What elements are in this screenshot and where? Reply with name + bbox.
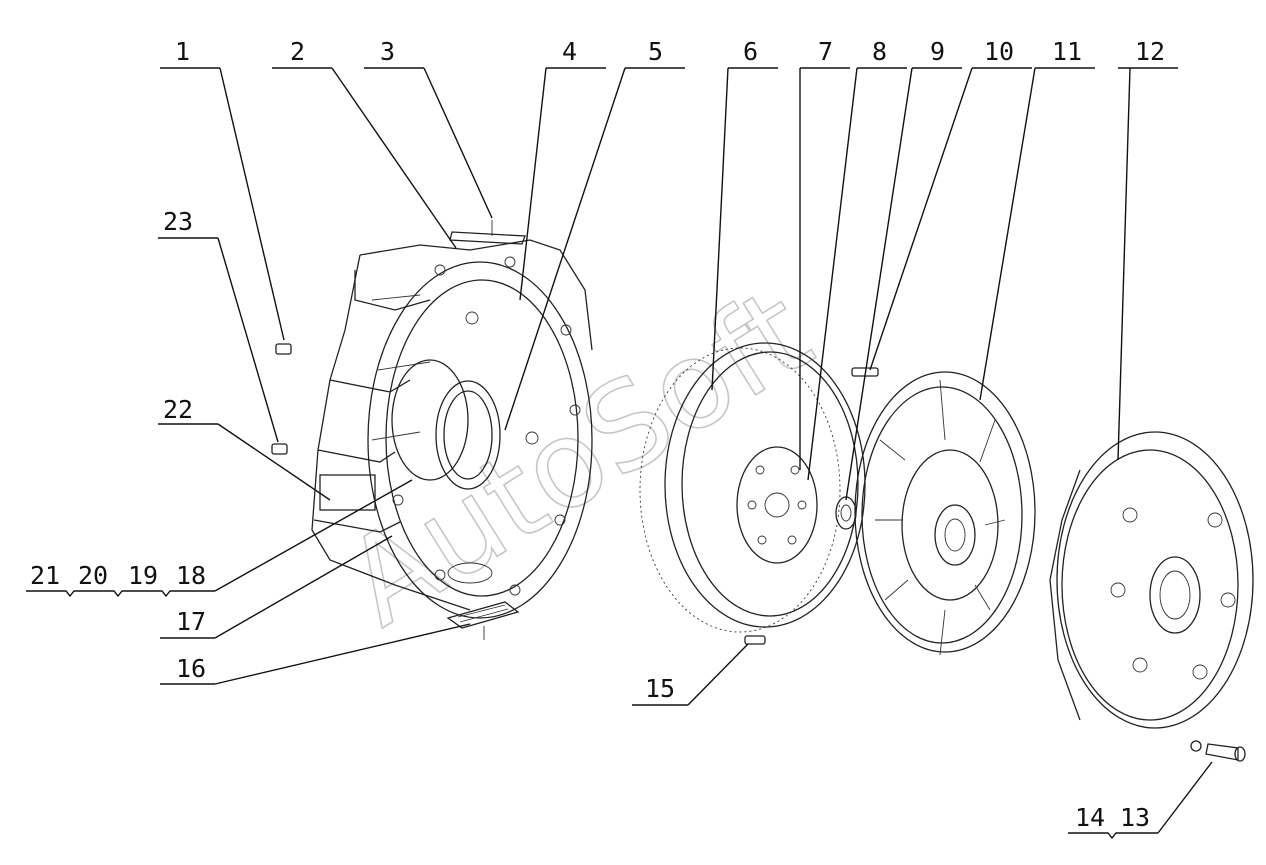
callout-6: 6 [711, 37, 778, 391]
svg-text:16: 16 [176, 654, 206, 683]
callout-12: 12 [1117, 37, 1178, 461]
watermark: AutoSoft [322, 262, 834, 655]
svg-text:15: 15 [645, 674, 675, 703]
svg-text:5: 5 [648, 37, 663, 66]
callout-7: 7 [799, 37, 850, 470]
svg-text:10: 10 [984, 37, 1014, 66]
svg-text:2: 2 [290, 37, 305, 66]
callout-3: 3 [364, 37, 493, 219]
svg-text:11: 11 [1052, 37, 1082, 66]
callout-23: 23 [158, 207, 279, 443]
svg-text:20: 20 [78, 561, 108, 590]
callout-15: 15 [632, 643, 749, 706]
svg-text:1: 1 [175, 37, 190, 66]
callout-9: 9 [845, 37, 962, 501]
svg-text:21: 21 [30, 561, 60, 590]
callout-19: 19 [128, 561, 158, 590]
callout-1: 1 [160, 37, 285, 341]
clutch-disc [854, 371, 1036, 656]
svg-text:9: 9 [930, 37, 945, 66]
callout-18: 18 [176, 561, 206, 590]
flywheel-housing [271, 220, 593, 640]
svg-text:12: 12 [1135, 37, 1165, 66]
svg-text:7: 7 [818, 37, 833, 66]
callout-20: 20 [78, 561, 108, 590]
callout-14: 14 [1075, 803, 1105, 832]
pressure-plate [1049, 431, 1254, 762]
callout-11: 11 [979, 37, 1095, 401]
callout-4: 4 [519, 37, 606, 301]
svg-text:3: 3 [380, 37, 395, 66]
svg-text:23: 23 [163, 207, 193, 236]
svg-text:4: 4 [562, 37, 577, 66]
svg-text:13: 13 [1120, 803, 1150, 832]
callout-5: 5 [504, 37, 685, 431]
svg-text:18: 18 [176, 561, 206, 590]
svg-text:17: 17 [176, 607, 206, 636]
flywheel [639, 342, 879, 645]
svg-text:6: 6 [743, 37, 758, 66]
callout-group-18-21-leader [26, 479, 413, 598]
callout-2: 2 [272, 37, 457, 249]
svg-text:8: 8 [872, 37, 887, 66]
svg-text:14: 14 [1075, 803, 1105, 832]
svg-text:19: 19 [128, 561, 158, 590]
callout-group-13-14-leader [1068, 761, 1213, 840]
callout-13: 13 [1120, 803, 1150, 832]
svg-text:22: 22 [163, 395, 193, 424]
callout-10: 10 [869, 37, 1032, 371]
callout-8: 8 [807, 37, 907, 481]
callout-17: 17 [160, 535, 393, 639]
callout-22: 22 [158, 395, 331, 501]
callout-16: 16 [160, 623, 471, 685]
callout-21: 21 [30, 561, 60, 590]
svg-text:AutoSoft: AutoSoft [323, 262, 834, 653]
